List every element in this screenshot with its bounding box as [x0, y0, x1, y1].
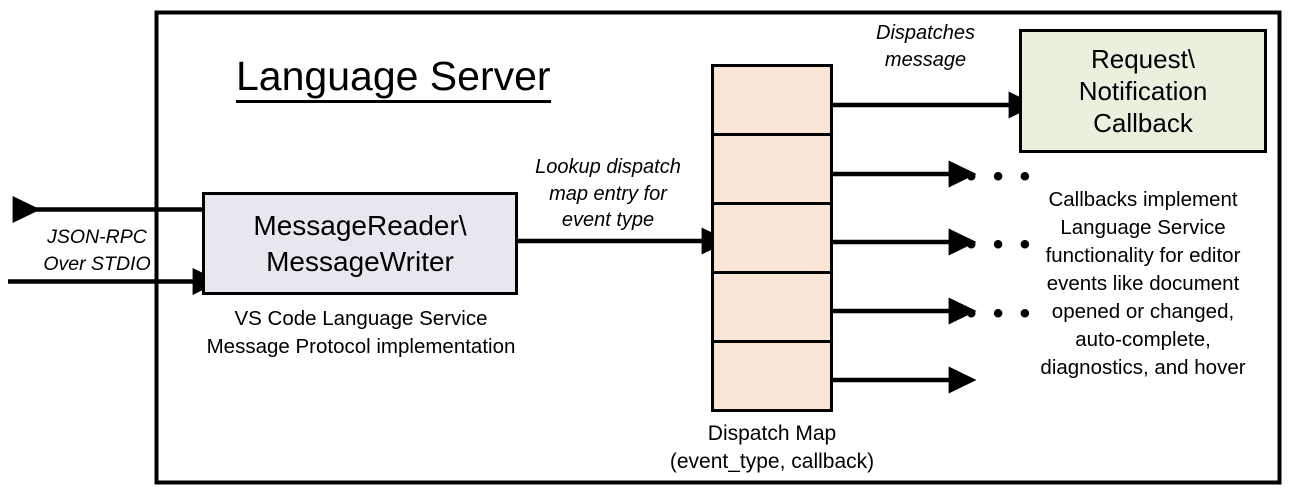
message-reader-writer-caption: VS Code Language Service Message Protoco… [206, 307, 516, 358]
message-reader-writer-label: MessageReader\ MessageWriter [253, 209, 467, 277]
language-server-boundary [154, 10, 1282, 485]
page-title: Language Server [236, 52, 566, 103]
dispatch-map-table[interactable] [711, 64, 833, 412]
dispatch-map-row-5[interactable] [714, 343, 830, 409]
request-notification-callback-label: Request\ Notification Callback [1078, 43, 1208, 139]
dispatches-message-edge-label: Dispatches message [876, 22, 975, 71]
jsonrpc-transport-label: JSON-RPC Over STDIO [43, 226, 151, 275]
dispatch-map-row-3[interactable] [714, 205, 830, 274]
dispatch-map-row-2[interactable] [714, 136, 830, 205]
lookup-dispatch-edge-label: Lookup dispatch map entry for event type [535, 156, 681, 232]
ellipsis-row-3: • • • [966, 228, 1035, 261]
dispatch-map-row-4[interactable] [714, 274, 830, 343]
request-notification-callback-box[interactable]: Request\ Notification Callback [1019, 29, 1267, 153]
ellipsis-row-2: • • • [966, 160, 1035, 193]
ellipsis-row-4: • • • [966, 297, 1035, 330]
page-title-text: Language Server [236, 53, 551, 103]
callback-description: Callbacks implement Language Service fun… [1040, 188, 1246, 380]
message-reader-writer-box[interactable]: MessageReader\ MessageWriter [202, 192, 518, 295]
dispatch-map-row-1[interactable] [714, 67, 830, 136]
dispatch-map-caption: Dispatch Map (event_type, callback) [669, 422, 875, 473]
